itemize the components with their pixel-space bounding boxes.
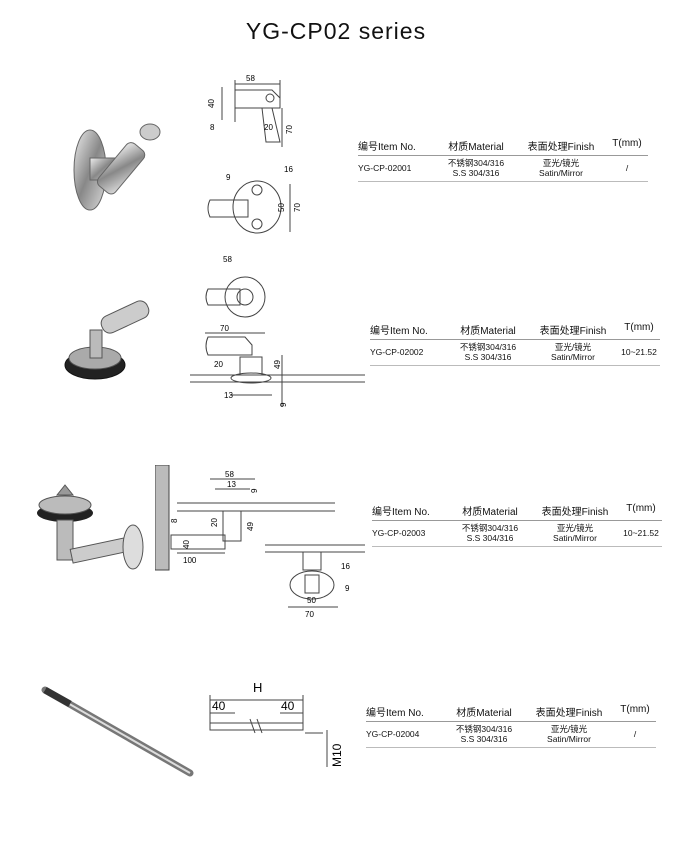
spec-header: 编号Item No. 材质Material 表面处理Finish T(mm) (358, 138, 648, 156)
dim-label: 70 (285, 125, 294, 134)
dim-label: 8 (170, 518, 179, 523)
product-block-3: 58 13 9 20 49 8 40 100 16 9 50 70 编号Item… (0, 460, 700, 630)
dim-label: 8 (210, 123, 215, 132)
dim-label: 100 (183, 556, 197, 565)
spec-header: 编号Item No. 材质Material 表面处理Finish T(mm) (366, 704, 656, 722)
dim-label: 20 (264, 123, 273, 132)
dim-label: 9 (279, 402, 288, 407)
spec-table-1: 编号Item No. 材质Material 表面处理Finish T(mm) Y… (358, 138, 648, 182)
dim-label: 49 (273, 360, 282, 369)
spec-table-4: 编号Item No. 材质Material 表面处理Finish T(mm) Y… (366, 704, 656, 748)
dim-label: 16 (341, 562, 350, 571)
spec-table-3: 编号Item No. 材质Material 表面处理Finish T(mm) Y… (372, 503, 662, 547)
dim-label: 70 (305, 610, 314, 619)
product-photo-2 (64, 300, 150, 380)
dim-label: 70 (220, 324, 229, 333)
dim-label: 13 (224, 391, 233, 400)
dim-label: 13 (227, 480, 236, 489)
dim-label: 20 (210, 518, 219, 527)
drawing-4: H 40 40 M10 (209, 680, 344, 767)
dim-label: 40 (212, 699, 226, 713)
dim-label: 40 (182, 540, 191, 549)
spec-header: 编号Item No. 材质Material 表面处理Finish T(mm) (372, 503, 662, 521)
dim-label: 40 (281, 699, 295, 713)
drawing-2: 58 70 20 49 13 9 (190, 255, 365, 407)
product-photo-1 (73, 123, 161, 211)
dim-label: 9 (226, 173, 231, 182)
dim-label: H (253, 680, 262, 695)
dim-label: 70 (293, 203, 302, 212)
drawing-1: 58 40 8 20 70 9 16 50 70 (207, 74, 302, 234)
dim-label: 20 (214, 360, 223, 369)
product-photo-3 (37, 484, 144, 570)
dim-label: 50 (307, 596, 316, 605)
dim-label: M10 (330, 743, 344, 767)
dim-label: 58 (225, 470, 234, 479)
dim-label: 49 (246, 522, 255, 531)
dim-label: 50 (277, 203, 286, 212)
dim-label: 40 (207, 99, 216, 108)
dim-label: 9 (345, 584, 350, 593)
dim-label: 58 (246, 74, 255, 83)
dim-label: 16 (284, 165, 293, 174)
spec-header: 编号Item No. 材质Material 表面处理Finish T(mm) (370, 322, 660, 340)
product-block-2: 58 70 20 49 13 9 编号Item No. 材质Material 表… (0, 240, 700, 430)
drawing-3: 58 13 9 20 49 8 40 100 16 9 50 70 (155, 465, 365, 619)
product-photo-4 (41, 686, 194, 777)
dim-label: 58 (223, 255, 232, 264)
product-block-4: H 40 40 M10 编号Item No. 材质Material 表面处理Fi… (0, 670, 700, 790)
product-block-1: 58 40 8 20 70 9 16 50 70 编号Item No. 材质Ma… (0, 60, 700, 240)
page-title: YG-CP02 series (245, 18, 427, 44)
dim-label: 9 (250, 488, 259, 493)
spec-table-2: 编号Item No. 材质Material 表面处理Finish T(mm) Y… (370, 322, 660, 366)
